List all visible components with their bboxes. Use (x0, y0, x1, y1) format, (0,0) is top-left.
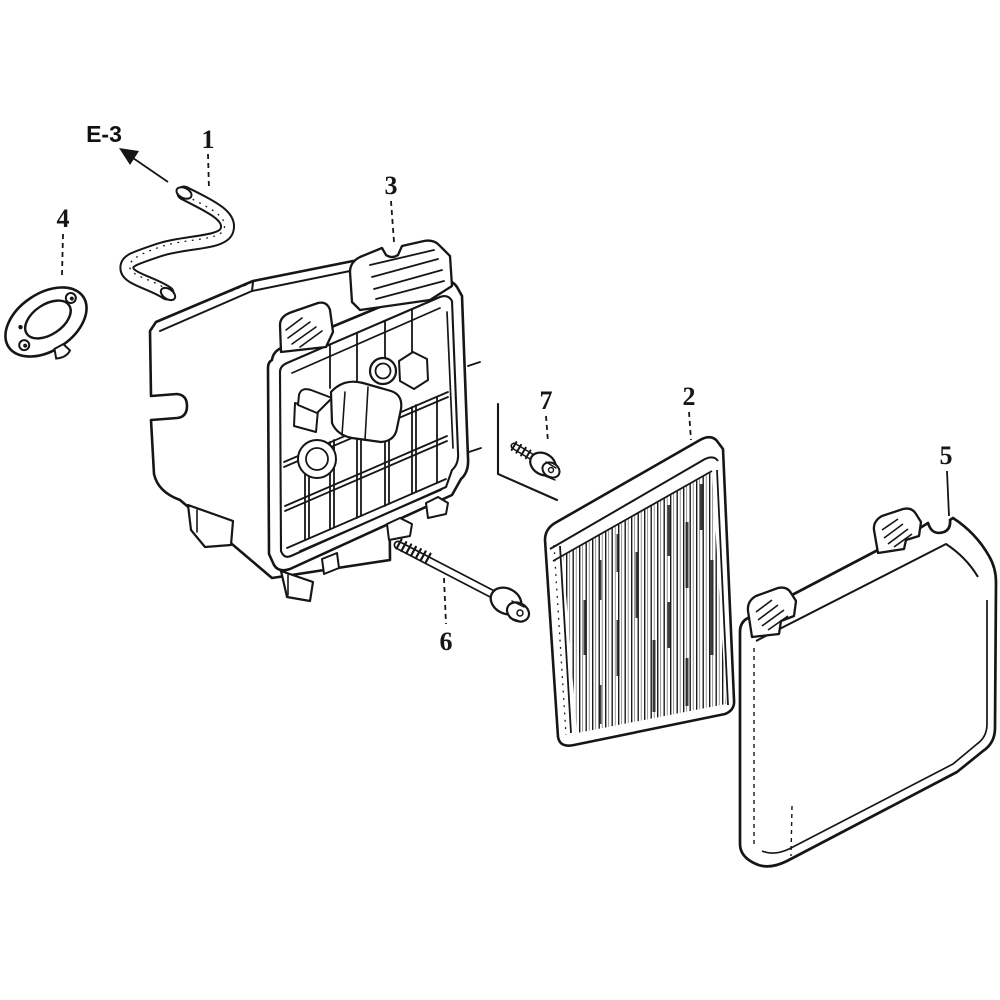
screw-threads (510, 441, 532, 460)
leader-5 (946, 470, 950, 517)
filter-pleats (563, 472, 726, 733)
part-flange-bolt (496, 402, 561, 502)
part-air-cleaner-case (148, 239, 482, 603)
cover-clip-right (872, 507, 923, 555)
callouts: E-3 1 3 4 7 2 5 6 (57, 121, 953, 656)
part-air-cleaner-cover (738, 507, 998, 868)
tube-end-top (175, 186, 193, 200)
callout-4: 4 (57, 204, 70, 233)
tube-stipple (129, 195, 226, 290)
cover-clip-left (746, 586, 798, 639)
leader-6 (443, 577, 447, 625)
case-port-circle (368, 356, 398, 386)
leader-1 (207, 153, 210, 191)
callout-6: 6 (440, 627, 453, 656)
leader-7 (545, 415, 549, 443)
part-cover-bolt (393, 538, 531, 623)
case-top-clip-right (348, 239, 454, 312)
callout-1: 1 (202, 125, 215, 154)
filter-pleat-shading (583, 484, 714, 724)
part-filter-element (543, 435, 736, 747)
callout-2: 2 (683, 382, 696, 411)
leader-3 (390, 200, 395, 243)
case-top-clip-left (278, 301, 335, 354)
e3-arrow-line (132, 157, 169, 183)
screw-head (541, 461, 561, 479)
locator-bracket-line (496, 402, 559, 502)
leader-4 (61, 233, 64, 276)
tube-end-bottom (159, 286, 177, 302)
part-breather-tube (119, 185, 235, 302)
leader-2 (688, 411, 692, 441)
callout-3: 3 (385, 171, 398, 200)
callout-ref-e3: E-3 (86, 121, 122, 147)
callout-7: 7 (540, 386, 553, 415)
bolt-threads (395, 538, 432, 564)
part-gasket (4, 286, 88, 360)
callout-5: 5 (940, 441, 953, 470)
e3-arrow-head (119, 148, 139, 165)
